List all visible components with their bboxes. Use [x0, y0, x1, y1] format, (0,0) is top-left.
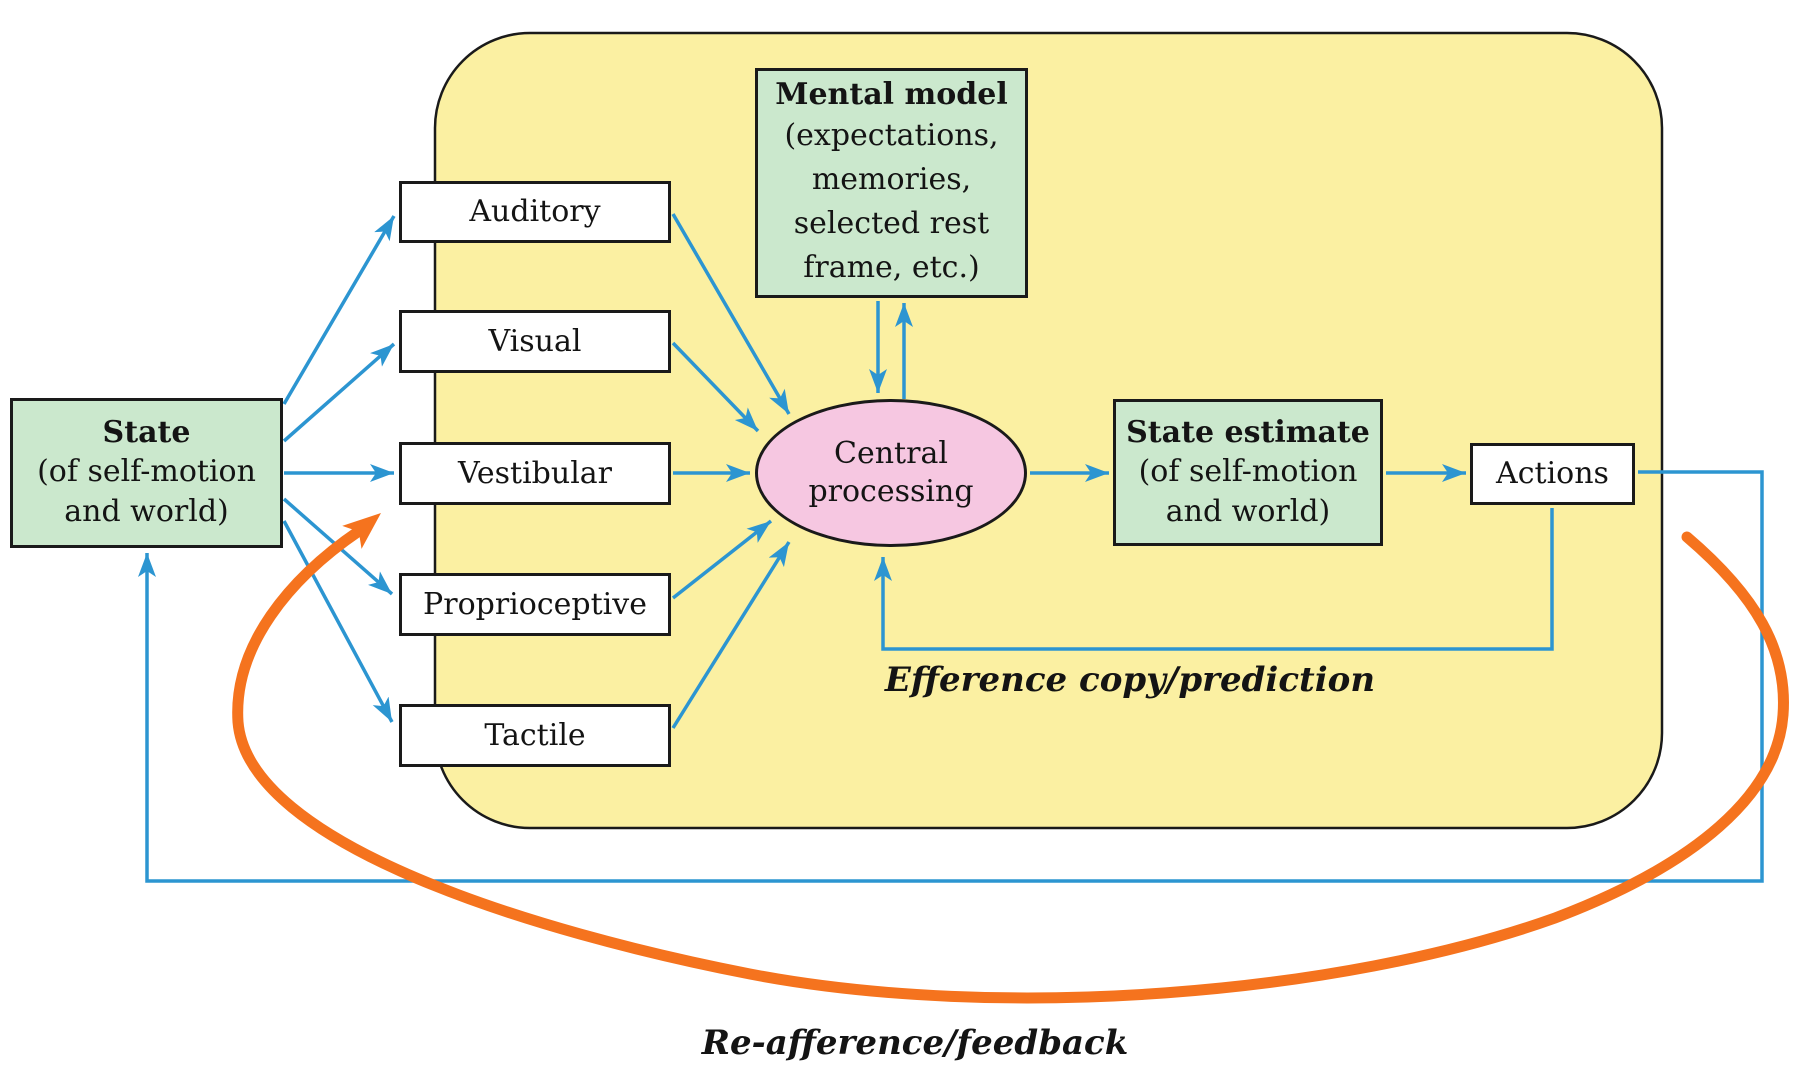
reafference-feedback-arc [232, 525, 1789, 1004]
sensor-box-vestibular: Vestibular [399, 442, 671, 505]
reafference-arrowhead-icon [342, 513, 381, 549]
sensor-label: Proprioceptive [423, 586, 647, 622]
sensor-box-visual: Visual [399, 310, 671, 373]
actions-label: Actions [1496, 456, 1609, 491]
state-estimate-subtitle: (of self-motion and world) [1138, 453, 1358, 529]
sensor-label: Tactile [484, 717, 586, 753]
sensor-label: Vestibular [457, 455, 613, 491]
proprioceptive-to-central-arrow [671, 519, 773, 600]
reafference-feedback-label: Re-afference/feedback [701, 1023, 1129, 1063]
state-box: State (of self-motion and world) [10, 398, 283, 548]
sensor-box-proprioceptive: Proprioceptive [399, 573, 671, 636]
state-to-auditory-arrow [282, 215, 396, 405]
visual-to-central-arrow [671, 341, 760, 433]
sensor-label: Auditory [469, 194, 601, 229]
state-estimate-title: State estimate [1126, 414, 1370, 450]
actions-to-state-feedback-arrow [138, 470, 1764, 883]
sensor-box-auditory: Auditory [399, 181, 671, 243]
mental-model-subtitle: (expectations, memories, selected rest f… [784, 118, 999, 285]
state-estimate-box: State estimate (of self-motion and world… [1113, 399, 1383, 546]
state-to-tactile-arrow [282, 520, 394, 723]
mental-model-title: Mental model [775, 77, 1008, 112]
central-processing-ellipse: Central processing [755, 399, 1027, 547]
central-processing-label: Central processing [808, 436, 974, 509]
sensor-box-tactile: Tactile [399, 704, 671, 767]
actions-box: Actions [1470, 443, 1635, 505]
processing-boundary [433, 31, 1664, 830]
sensor-label: Visual [488, 323, 582, 359]
efference-copy-arrow [874, 508, 1554, 651]
tactile-to-central-arrow [671, 541, 791, 729]
mental-model-box: Mental model (expectations, memories, se… [755, 68, 1028, 298]
state-box-subtitle: (of self-motion and world) [37, 454, 256, 529]
efference-copy-label: Efference copy/prediction [884, 660, 1376, 700]
state-to-visual-arrow [282, 342, 396, 443]
state-box-title: State [102, 415, 191, 450]
auditory-to-central-arrow [671, 213, 791, 415]
